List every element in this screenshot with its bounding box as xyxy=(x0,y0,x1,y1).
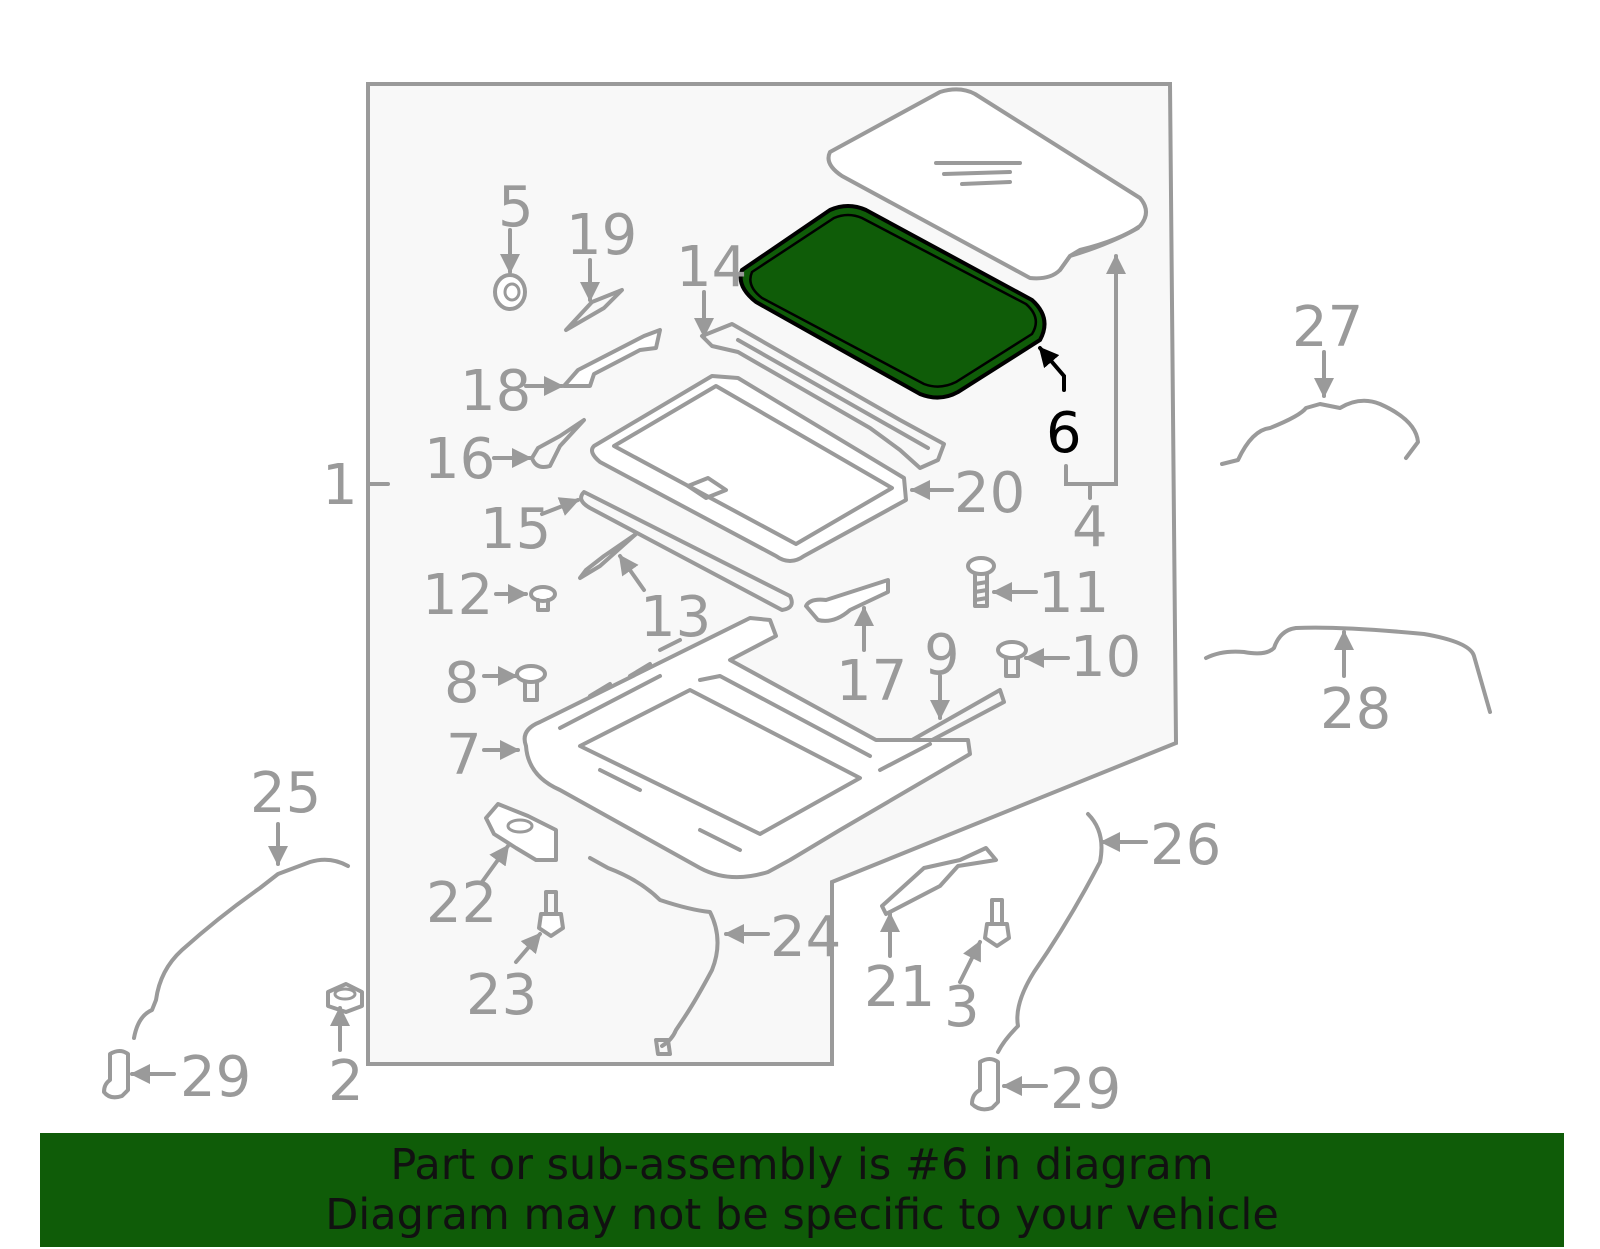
callout-26: 26 xyxy=(1150,813,1221,878)
callout-13: 13 xyxy=(640,585,711,650)
fitting-part-29-left xyxy=(102,1049,130,1100)
fitting-part-29-right xyxy=(970,1057,1000,1112)
clip-part-19 xyxy=(564,288,624,332)
bracket-part-22 xyxy=(484,802,558,862)
leader-13 xyxy=(618,554,646,592)
weatherstrip-seal-part-6[interactable] xyxy=(738,204,1047,400)
strip-part-15 xyxy=(579,490,794,612)
callout-29-left: 29 xyxy=(180,1045,251,1110)
cable-connector-part-24 xyxy=(654,1038,672,1056)
callout-17: 17 xyxy=(836,649,907,714)
bracket-part-21 xyxy=(880,846,998,916)
callout-21: 21 xyxy=(864,955,935,1020)
deflector-strip-part-14 xyxy=(700,322,946,470)
grommet-part-5 xyxy=(493,273,527,311)
banner-line-part-number: Part or sub-assembly is #6 in diagram xyxy=(390,1140,1214,1190)
callout-12: 12 xyxy=(422,563,493,628)
drain-hose-part-28 xyxy=(1204,625,1492,714)
clip-part-10 xyxy=(996,640,1028,678)
bracket-part-18 xyxy=(562,328,662,388)
bolt-part-23 xyxy=(537,890,565,938)
drain-hose-part-26 xyxy=(996,812,1104,1054)
leader-3 xyxy=(958,940,982,984)
callout-4: 4 xyxy=(1072,495,1108,560)
callout-7: 7 xyxy=(446,723,482,788)
leader-22 xyxy=(480,844,510,884)
info-banner: Part or sub-assembly is #6 in diagram Di… xyxy=(40,1133,1564,1247)
callout-11: 11 xyxy=(1038,561,1109,626)
callout-16: 16 xyxy=(424,427,495,492)
callout-3: 3 xyxy=(944,975,980,1040)
callout-18: 18 xyxy=(460,359,531,424)
callout-9: 9 xyxy=(924,623,960,688)
drain-hose-part-27 xyxy=(1220,398,1420,466)
callout-19: 19 xyxy=(566,203,637,268)
clip-part-8 xyxy=(515,664,547,702)
leader-6 xyxy=(1038,346,1066,392)
callout-8: 8 xyxy=(444,651,480,716)
callout-6[interactable]: 6 xyxy=(1046,401,1082,466)
bolt-part-3 xyxy=(983,898,1011,948)
callout-24: 24 xyxy=(770,905,841,970)
drain-hose-part-25 xyxy=(132,857,350,1040)
plate-part-13 xyxy=(578,532,638,580)
callout-14: 14 xyxy=(676,235,747,300)
grommet-part-2 xyxy=(326,982,364,1014)
cover-part-17 xyxy=(804,578,890,623)
glass-panel xyxy=(826,87,1148,281)
callout-1: 1 xyxy=(322,453,358,518)
callout-20: 20 xyxy=(954,461,1025,526)
leader-23 xyxy=(514,932,542,964)
callout-27: 27 xyxy=(1292,295,1363,360)
leader-15 xyxy=(540,497,580,516)
main-frame-part-7 xyxy=(522,616,972,880)
callout-23: 23 xyxy=(466,963,537,1028)
clip-part-16 xyxy=(530,418,586,469)
callout-22: 22 xyxy=(426,871,497,936)
sunshade-frame-part-20 xyxy=(590,374,908,563)
cable-part-24 xyxy=(588,856,720,1048)
callout-5: 5 xyxy=(498,175,534,240)
callout-28: 28 xyxy=(1320,677,1391,742)
callout-25: 25 xyxy=(250,761,321,826)
bolt-part-11 xyxy=(966,556,996,608)
callout-2: 2 xyxy=(328,1049,364,1114)
callout-29-right: 29 xyxy=(1050,1057,1121,1122)
banner-line-disclaimer: Diagram may not be specific to your vehi… xyxy=(325,1190,1279,1240)
callout-10: 10 xyxy=(1070,625,1141,690)
callout-15: 15 xyxy=(480,497,551,562)
clip-part-12 xyxy=(529,585,557,612)
